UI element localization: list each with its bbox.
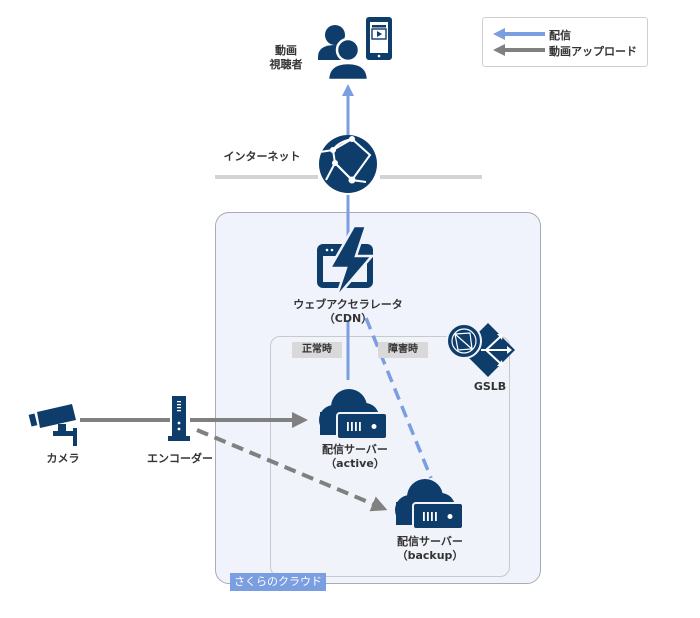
server-backup-label-line2: （backup） [396,549,464,562]
viewers-label: 動画 視聴者 [268,44,304,72]
camera-icon [28,404,77,446]
server-active-label-line2: （active） [325,457,385,470]
server-backup-label: 配信サーバー （backup） [385,535,475,563]
legend-upload-label: 動画アップロード [549,45,637,58]
encoder-icon [168,396,190,441]
server-active-label: 配信サーバー （active） [312,443,398,471]
legend-arrows [493,28,545,56]
failover-line-cdn-to-backup [364,317,433,479]
gslb-label: GSLB [473,380,507,393]
normal-tag: 正常時 [292,342,342,358]
viewers-icon [318,17,392,82]
gslb-icon [446,323,515,377]
legend-delivery-label: 配信 [549,29,571,42]
encoder-label: エンコーダー [147,452,213,465]
viewers-label-line2: 視聴者 [269,58,303,71]
server-active-icon [319,389,388,440]
cdn-accelerator-icon [317,224,375,299]
cdn-label: ウェブアクセラレータ （CDN） [285,298,411,326]
cdn-label-line1: ウェブアクセラレータ [293,298,403,311]
camera-label: カメラ [46,452,80,465]
viewers-label-line1: 動画 [275,44,297,57]
legend: 配信 動画アップロード [482,17,648,67]
server-backup-label-line1: 配信サーバー [397,535,463,548]
server-backup-icon [395,479,464,530]
server-active-label-line1: 配信サーバー [322,443,388,456]
failure-tag: 障害時 [378,342,428,358]
internet-globe-icon [319,135,377,193]
cdn-label-line2: （CDN） [323,312,373,325]
upload-arrow-encoder-to-backup [196,428,388,512]
legend-upload-arrow-icon [493,44,545,56]
legend-delivery-arrow-icon [493,28,545,40]
internet-label: インターネット [223,150,301,163]
sakura-cloud-label: さくらのクラウド [230,573,326,591]
